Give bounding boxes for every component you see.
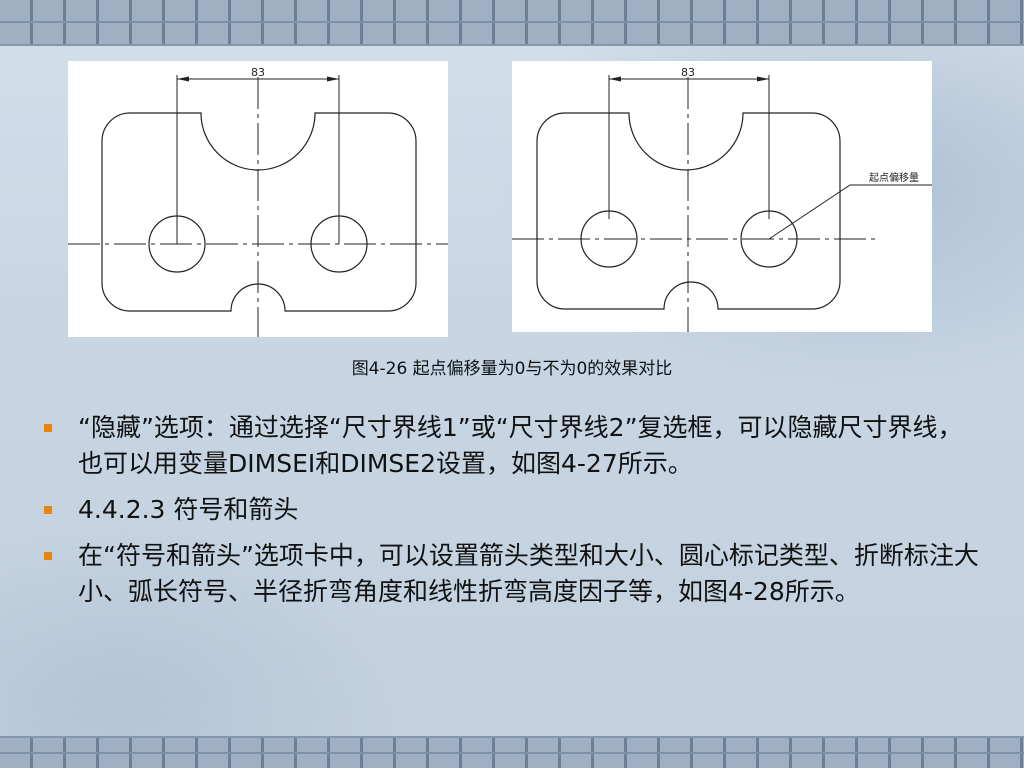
bullet-item-section-heading: 4.4.2.3 符号和箭头 [44,492,984,528]
bullet-text: 在“符号和箭头”选项卡中，可以设置箭头类型和大小、圆心标记类型、折断标注大小、弧… [78,541,979,606]
bullet-square-icon [44,424,52,432]
dimension-label-left: 83 [251,66,265,79]
bottom-brick-border [0,736,1024,768]
figure-caption: 图4-26 起点偏移量为0与不为0的效果对比 [351,359,673,379]
cad-drawing-right: 83 起点偏移量 [512,66,932,332]
bullet-square-icon [44,552,52,560]
figure-left-offset-zero: 83 [68,61,448,337]
top-brick-border [0,0,1024,46]
bullet-item-hide-option: “隐藏”选项：通过选择“尺寸界线1”或“尺寸界线2”复选框，可以隐藏尺寸界线，也… [44,410,984,482]
figure-right-offset-nonzero: 83 起点偏移量 [512,61,932,332]
bullet-text: “隐藏”选项：通过选择“尺寸界线1”或“尺寸界线2”复选框，可以隐藏尺寸界线，也… [78,413,963,478]
bullet-square-icon [44,506,52,514]
cad-drawing-left: 83 [68,66,448,337]
bullet-text: 4.4.2.3 符号和箭头 [78,495,299,524]
bullet-list: “隐藏”选项：通过选择“尺寸界线1”或“尺寸界线2”复选框，可以隐藏尺寸界线，也… [44,410,984,620]
offset-annotation-label: 起点偏移量 [869,171,919,184]
dimension-label-right: 83 [681,66,695,79]
bullet-item-symbols-arrows: 在“符号和箭头”选项卡中，可以设置箭头类型和大小、圆心标记类型、折断标注大小、弧… [44,538,984,610]
